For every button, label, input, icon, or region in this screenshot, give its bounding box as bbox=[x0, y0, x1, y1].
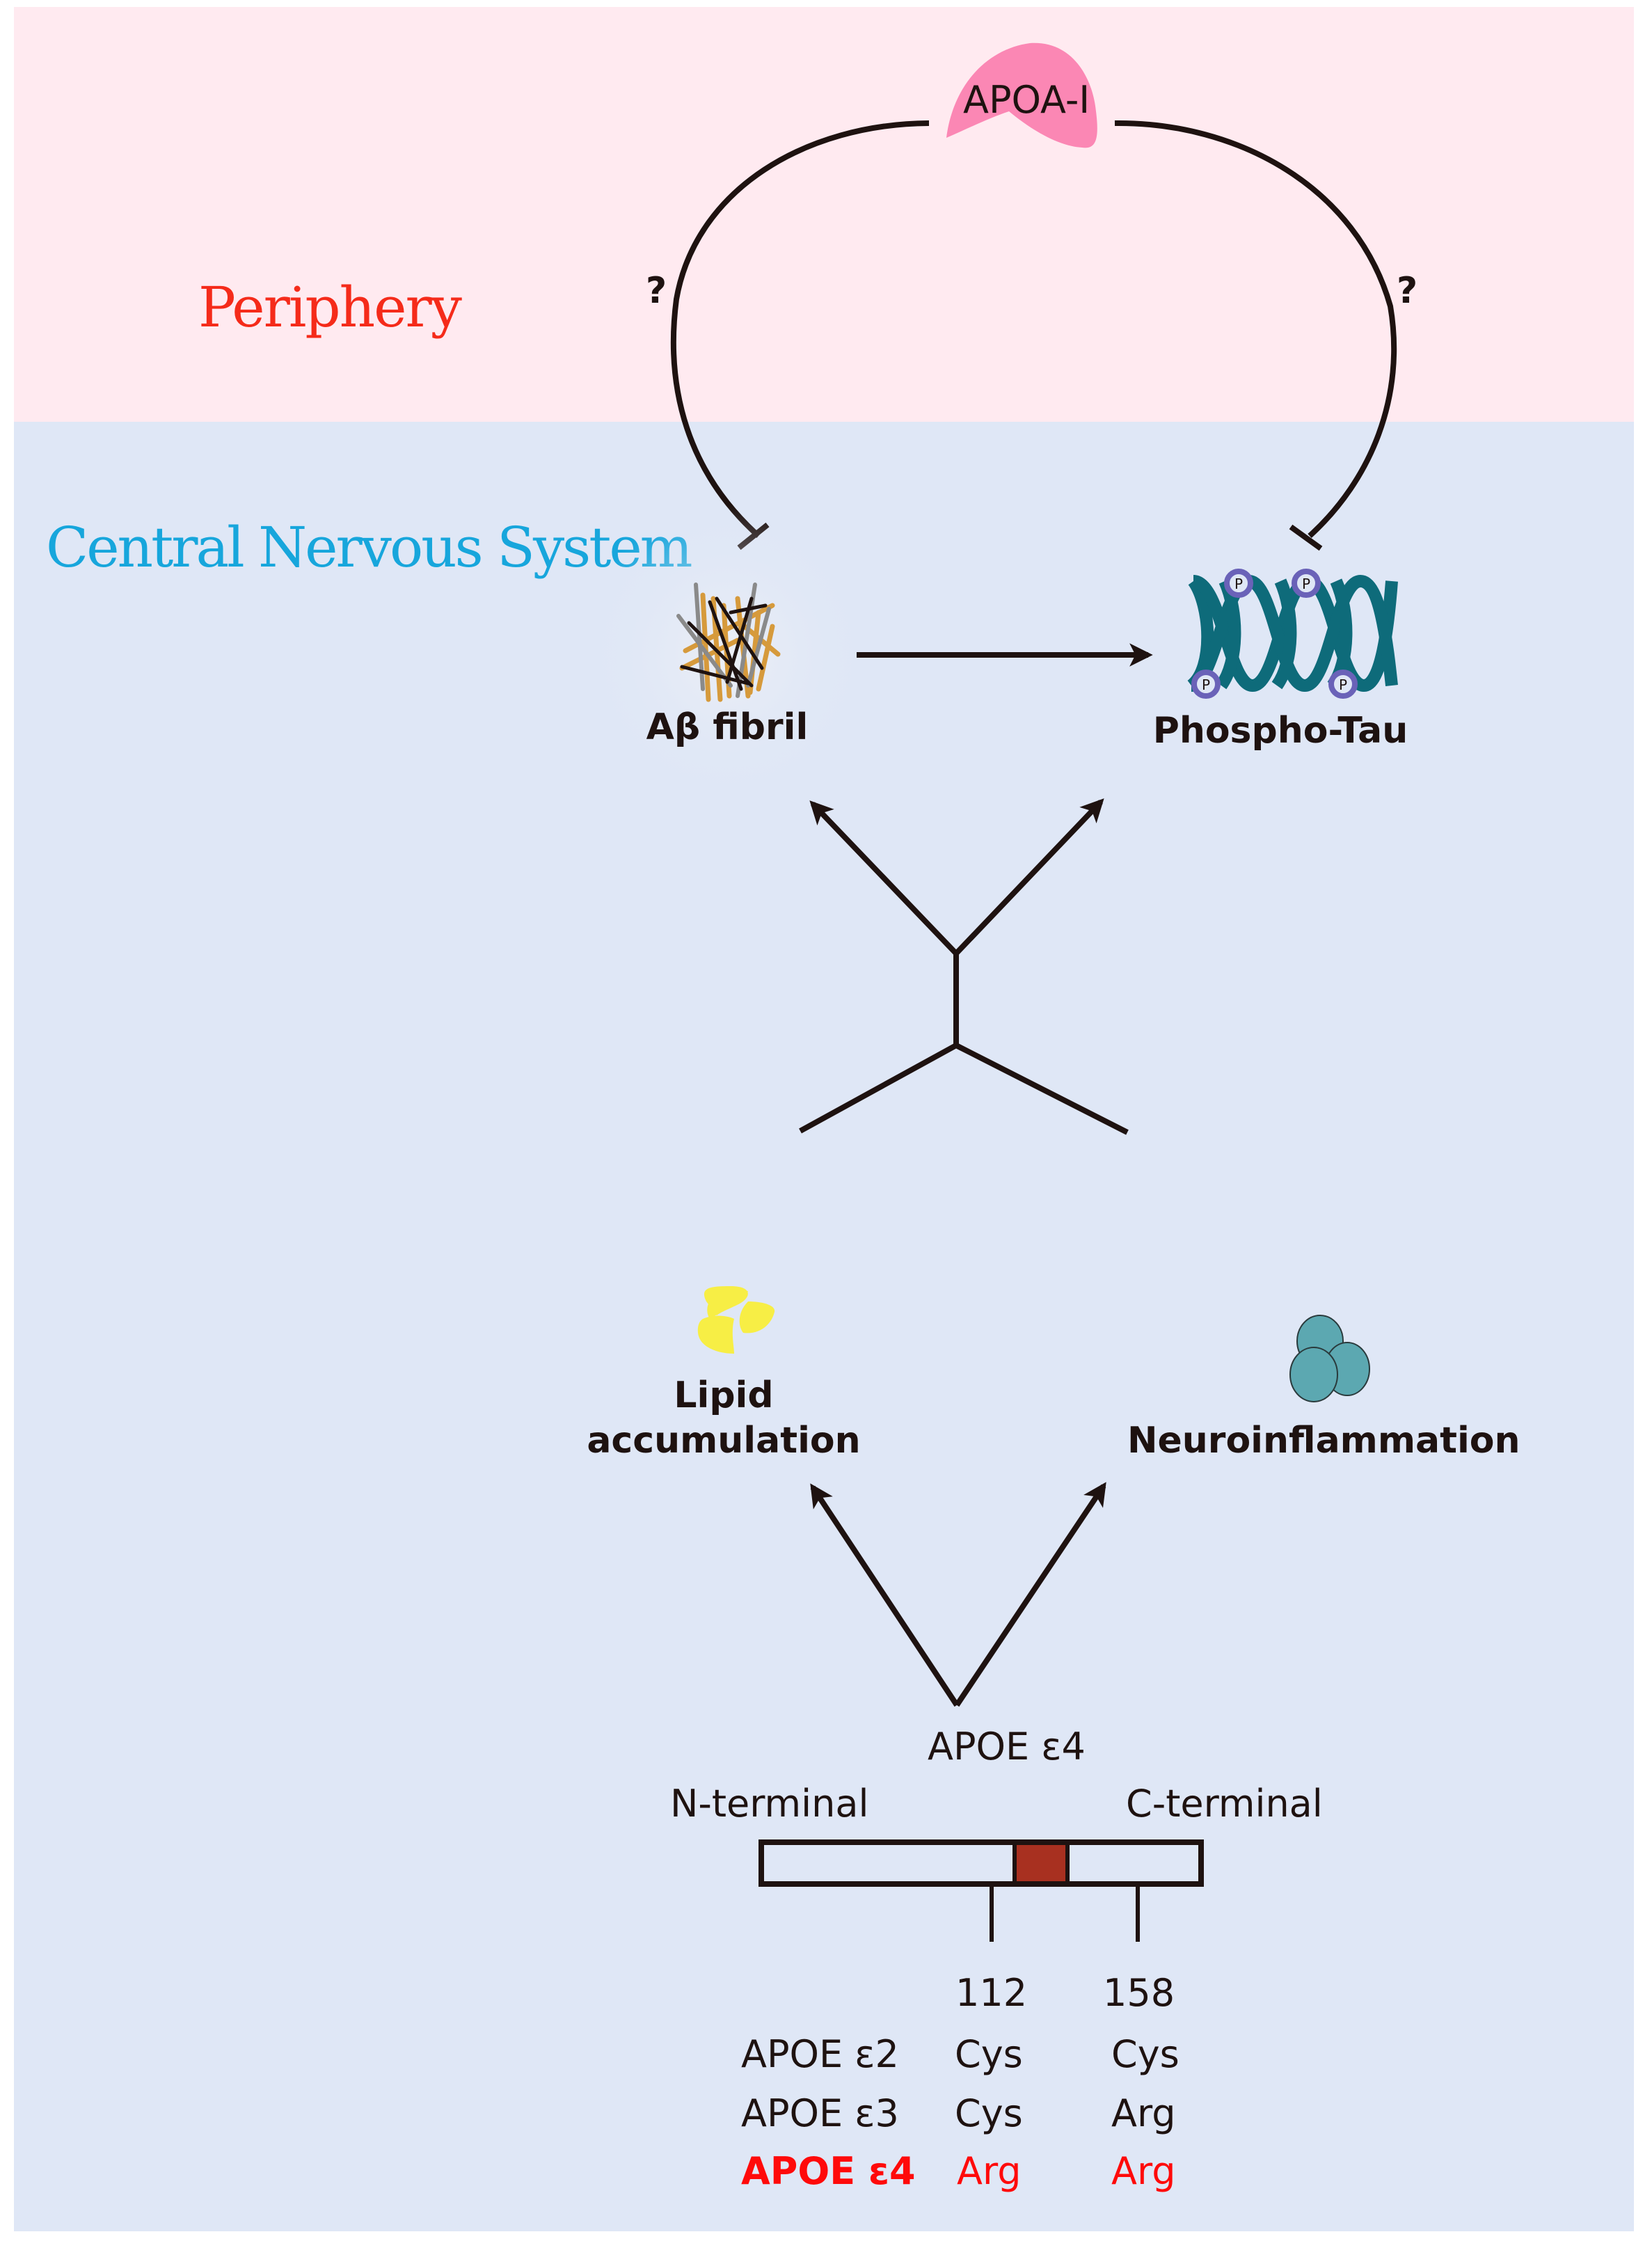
lipid-to-junction-line bbox=[799, 1043, 958, 1134]
junction-to-ptau-arrow bbox=[954, 798, 1104, 956]
lipid-label-line2: accumulation bbox=[587, 1420, 861, 1462]
junction-to-abeta-arrow bbox=[809, 800, 958, 956]
apoa-protein-icon bbox=[946, 42, 1097, 148]
svg-text:P: P bbox=[1302, 576, 1310, 592]
lipid-droplet-icon bbox=[697, 1286, 775, 1354]
n-terminal-label: N-terminal bbox=[670, 1782, 869, 1826]
abeta-label: Aβ fibril bbox=[646, 706, 809, 748]
apoa-to-abeta-inhibition bbox=[670, 120, 930, 551]
amyloid-fibril-icon bbox=[676, 583, 781, 702]
phospho-site-markers: P P P P bbox=[1191, 569, 1358, 699]
isoform-name: APOE ε3 bbox=[741, 2091, 899, 2135]
svg-text:P: P bbox=[1234, 576, 1243, 592]
residue-112: Cys bbox=[955, 2091, 1023, 2135]
lipid-label-line1: Lipid bbox=[674, 1375, 774, 1416]
unknown-mechanism-right: ? bbox=[1397, 270, 1418, 312]
apoe-protein-schematic bbox=[759, 1839, 1204, 1942]
neuro-label: Neuroinflammation bbox=[1127, 1420, 1520, 1462]
cns-label: Central Nervous System bbox=[46, 515, 693, 580]
apoa-to-ptau-inhibition bbox=[1114, 120, 1397, 551]
apoa-label: APOA-I bbox=[963, 78, 1090, 122]
apoe4-to-lipid-arrow bbox=[810, 1483, 960, 1707]
ptau-label: Phospho-Tau bbox=[1152, 710, 1408, 752]
c-terminal-label: C-terminal bbox=[1126, 1782, 1323, 1826]
isoform-name-highlighted: APOE ε4 bbox=[741, 2149, 916, 2193]
position-158-label: 158 bbox=[1103, 1971, 1175, 2015]
residue-112-highlighted: Arg bbox=[957, 2149, 1022, 2193]
residue-158: Arg bbox=[1111, 2091, 1176, 2135]
unknown-mechanism-left: ? bbox=[646, 270, 667, 312]
tau-helix-icon bbox=[1186, 574, 1398, 692]
position-112-label: 112 bbox=[955, 1971, 1028, 2015]
phospho-site-icon: P bbox=[1191, 670, 1221, 699]
svg-text:P: P bbox=[1202, 676, 1210, 693]
phospho-site-icon: P bbox=[1224, 569, 1253, 598]
residue-112: Cys bbox=[955, 2032, 1023, 2076]
apoe4-arrows bbox=[810, 1482, 1106, 1707]
apoe4-label: APOE ε4 bbox=[928, 1725, 1086, 1768]
protein-bar bbox=[759, 1839, 1204, 1887]
isoform-name: APOE ε2 bbox=[741, 2032, 899, 2076]
periphery-label: Periphery bbox=[198, 275, 462, 340]
svg-text:P: P bbox=[1339, 676, 1347, 693]
microglia-cells-icon bbox=[1289, 1315, 1370, 1402]
phospho-site-icon: P bbox=[1292, 569, 1321, 598]
residue-158-highlighted: Arg bbox=[1111, 2149, 1176, 2193]
inhibition-bar bbox=[1289, 524, 1323, 551]
receptor-binding-region bbox=[1015, 1845, 1067, 1881]
residue-158: Cys bbox=[1111, 2032, 1180, 2076]
phospho-site-icon: P bbox=[1328, 670, 1358, 699]
apoe4-to-neuro-arrow bbox=[954, 1482, 1106, 1707]
convergence-junction bbox=[799, 798, 1129, 1135]
periphery-region bbox=[14, 7, 1634, 422]
neuro-to-junction-line bbox=[955, 1043, 1129, 1135]
